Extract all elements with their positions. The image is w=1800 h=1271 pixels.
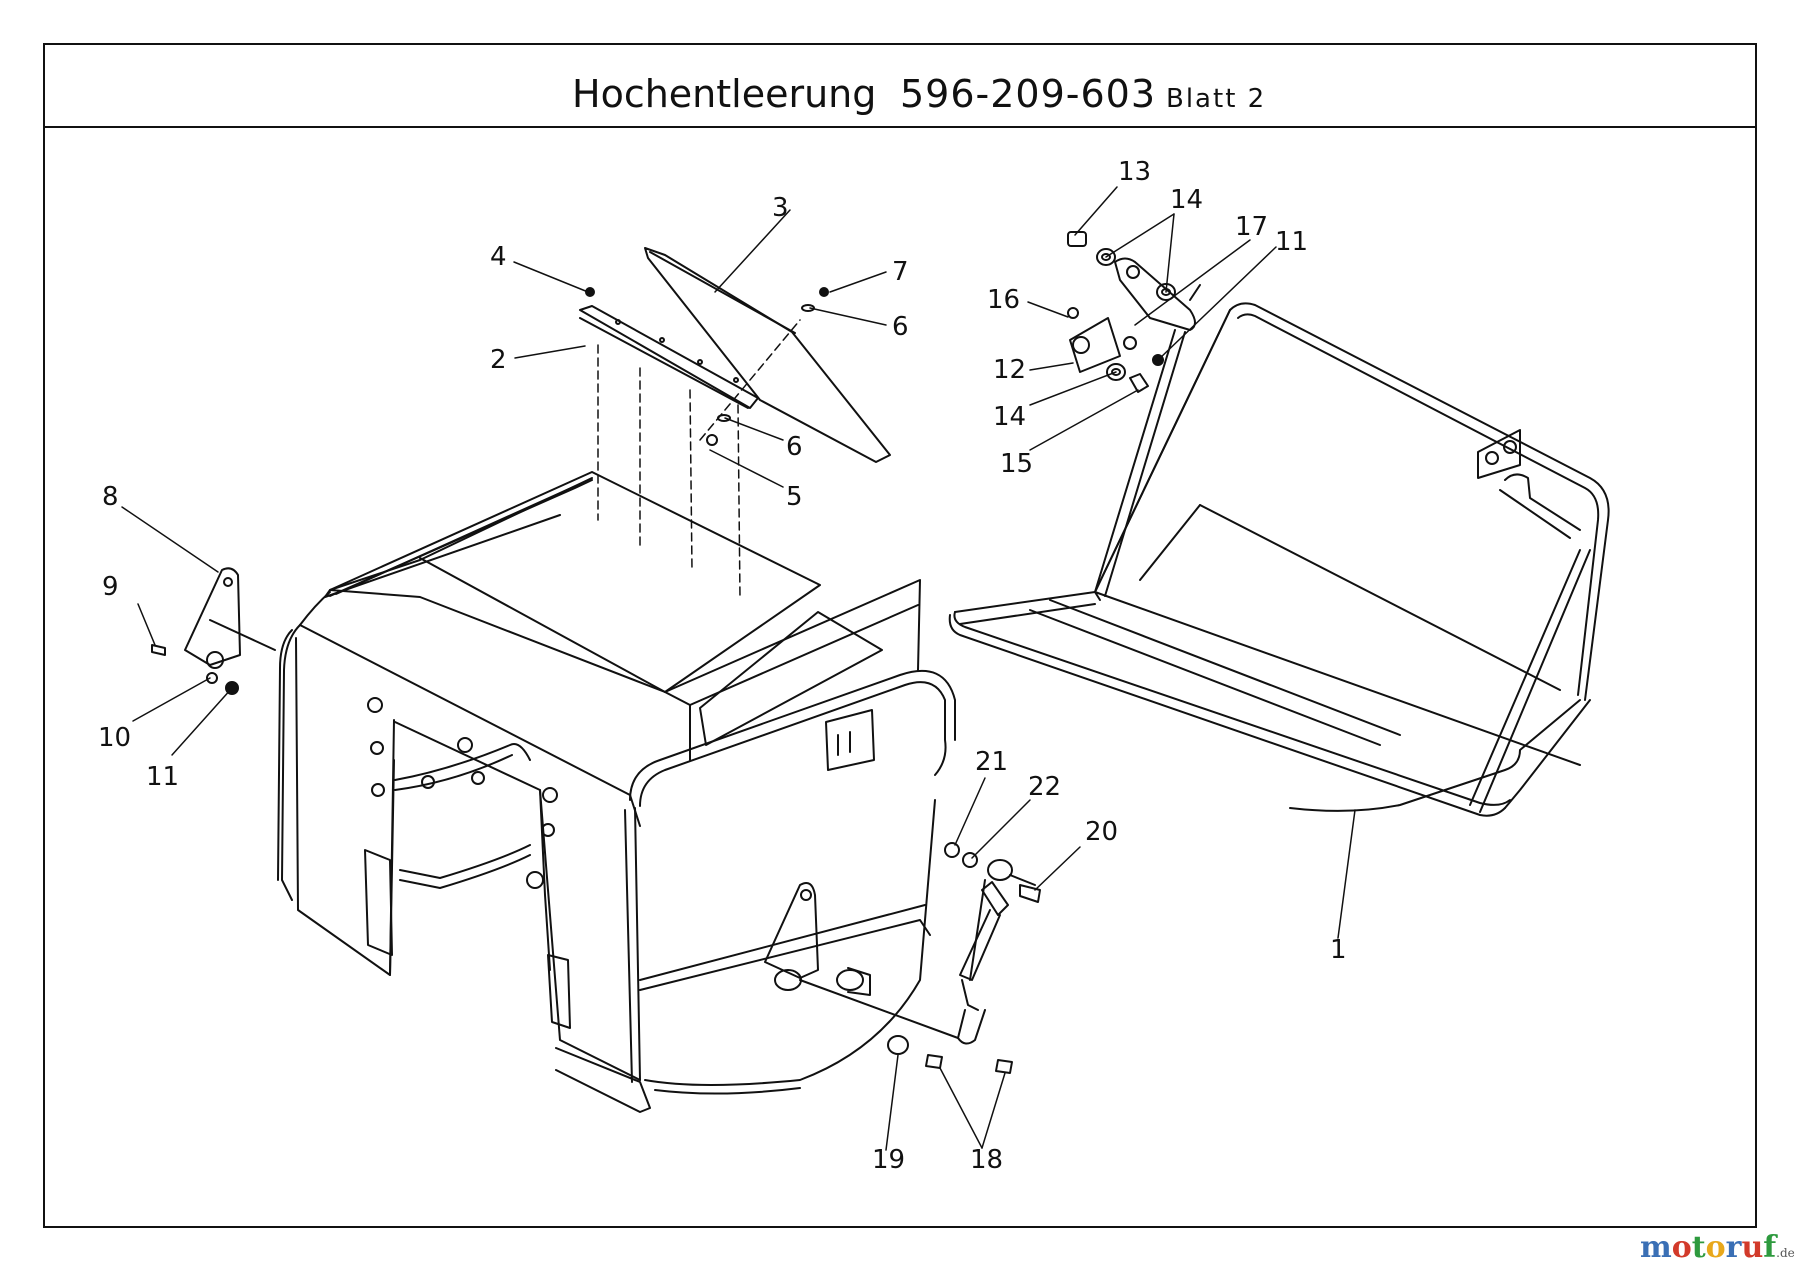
callout-11a: 11 (146, 762, 179, 792)
callout-17: 17 (1235, 212, 1268, 242)
housing-assembly (277, 471, 956, 1113)
side-bracket (184, 567, 276, 669)
gas-strut (799, 859, 1036, 1045)
callout-15: 15 (1000, 449, 1033, 479)
watermark-letter: m (1640, 1230, 1672, 1265)
mounting-plate (579, 305, 759, 409)
callout-4: 4 (490, 242, 507, 272)
callout-7: 7 (892, 257, 909, 287)
callout-19: 19 (872, 1145, 905, 1175)
callout-6a: 6 (786, 432, 803, 462)
callout-1: 1 (1330, 935, 1347, 965)
hinge-bracket-rear (764, 882, 871, 996)
callout-18: 18 (970, 1145, 1003, 1175)
cover-panel (644, 247, 891, 463)
watermark-suffix: .de (1776, 1246, 1795, 1260)
drawing-frame (43, 43, 1757, 1228)
callout-6b: 6 (892, 312, 909, 342)
callout-12: 12 (993, 355, 1026, 385)
title-bar (43, 43, 1757, 128)
sheet-label: Blatt 2 (1166, 84, 1267, 114)
callout-2: 2 (490, 345, 507, 375)
callout-8: 8 (102, 482, 119, 512)
callout-16: 16 (987, 285, 1020, 315)
watermark-letter: o (1705, 1230, 1726, 1265)
callout-10: 10 (98, 723, 131, 753)
callout-11b: 11 (1275, 227, 1308, 257)
part-number: 596-209-603 (900, 72, 1157, 116)
callout-9: 9 (102, 572, 119, 602)
watermark-logo: motoruf.de (1640, 1230, 1795, 1265)
watermark-letter: u (1741, 1230, 1764, 1265)
callout-3: 3 (772, 193, 789, 223)
callout-20: 20 (1085, 817, 1118, 847)
bucket-assembly (948, 284, 1610, 817)
pivot-bracket (1069, 257, 1196, 373)
callout-5: 5 (786, 482, 803, 512)
callout-22: 22 (1028, 772, 1061, 802)
callout-13: 13 (1118, 157, 1151, 187)
diagram-title: Hochentleerung (572, 72, 877, 116)
watermark-letter: o (1671, 1230, 1692, 1265)
watermark-letter: f (1763, 1230, 1777, 1265)
callout-21: 21 (975, 747, 1008, 777)
callout-leaders (121, 186, 1356, 1151)
watermark-letter: r (1725, 1230, 1742, 1265)
callout-14b: 14 (993, 402, 1026, 432)
callout-14a: 14 (1170, 185, 1203, 215)
watermark-letter: t (1691, 1230, 1706, 1265)
